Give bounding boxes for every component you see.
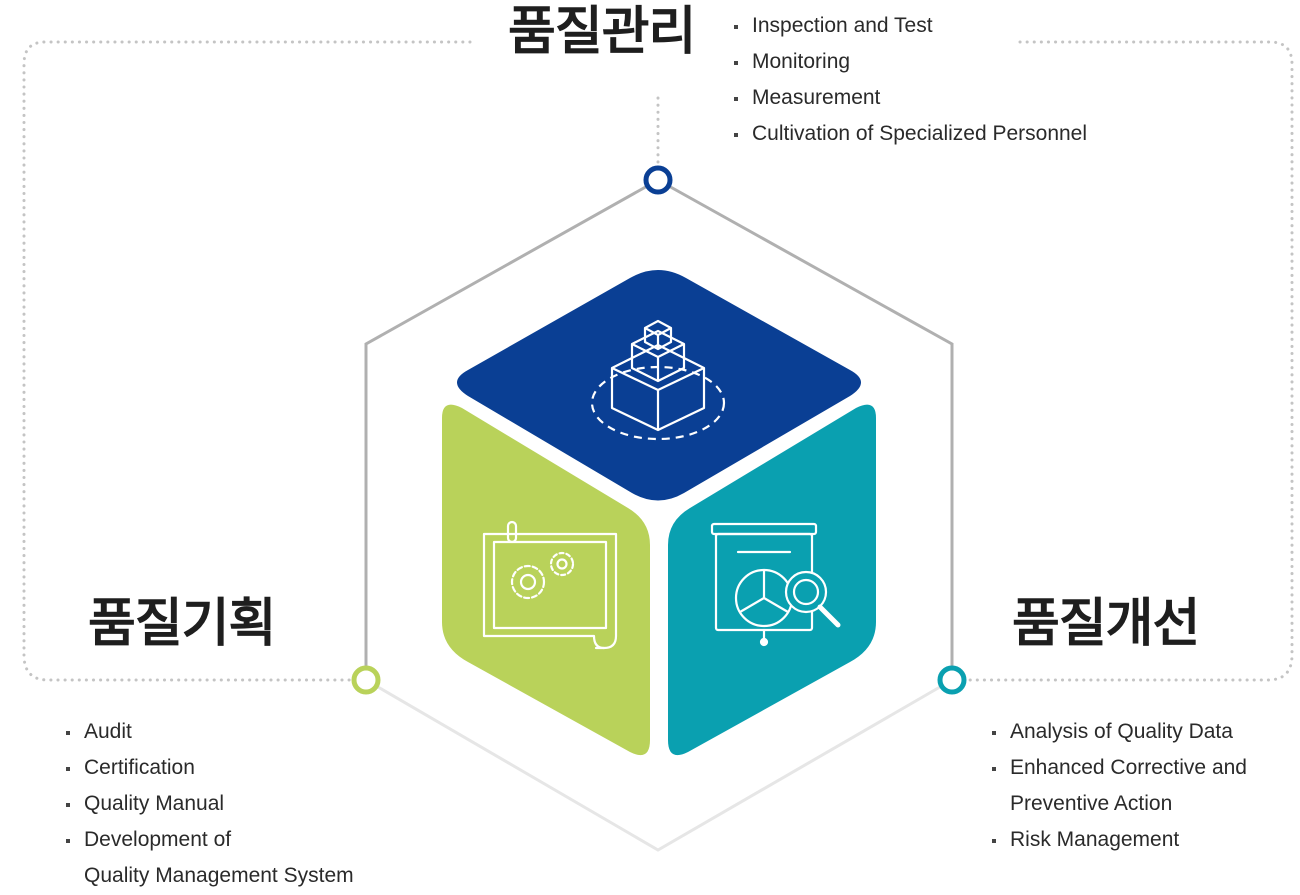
hexagon-outline-bottom [365, 678, 953, 852]
dotted-frame [22, 40, 472, 682]
list-item-line: Enhanced Corrective and [1010, 756, 1247, 779]
stacked-boxes-icon [590, 319, 726, 441]
hexagon-outline [364, 178, 954, 680]
cube-left-face [442, 404, 650, 756]
quality-planning-heading: 품질기획 [88, 594, 276, 654]
quality-planning-list: Audit Certification Quality Manual Devel… [62, 714, 354, 894]
list-item-line: Preventive Action [1010, 792, 1173, 815]
list-item-line: Quality Management System [84, 864, 354, 887]
list-item: Analysis of Quality Data [988, 714, 1247, 750]
quality-improvement-list: Analysis of Quality Data Enhanced Correc… [988, 714, 1247, 858]
blueprint-gears-icon [482, 520, 618, 650]
list-item-multiline: Enhanced Corrective and Preventive Actio… [988, 750, 1247, 822]
list-item: Cultivation of Specialized Personnel [730, 116, 1087, 152]
node-top [643, 165, 673, 195]
quality-control-heading: 품질관리 [508, 2, 696, 62]
list-item: Risk Management [988, 822, 1247, 858]
list-item: Quality Manual [62, 786, 354, 822]
list-item: Certification [62, 750, 354, 786]
node-right [937, 665, 967, 695]
quality-improvement-heading: 품질개선 [1012, 594, 1200, 654]
cube-top-face [457, 270, 861, 501]
list-item: Monitoring [730, 44, 1087, 80]
list-item: Inspection and Test [730, 8, 1087, 44]
cube-right-face [668, 404, 876, 756]
list-item-multiline: Development of Quality Management System [62, 822, 354, 894]
presentation-chart-magnifier-icon [710, 522, 841, 647]
list-item: Measurement [730, 80, 1087, 116]
list-item: Audit [62, 714, 354, 750]
node-left [351, 665, 381, 695]
list-item-line: Development of [84, 828, 232, 851]
dotted-frame-right [968, 40, 1294, 682]
quality-control-list: Inspection and Test Monitoring Measureme… [730, 8, 1087, 152]
